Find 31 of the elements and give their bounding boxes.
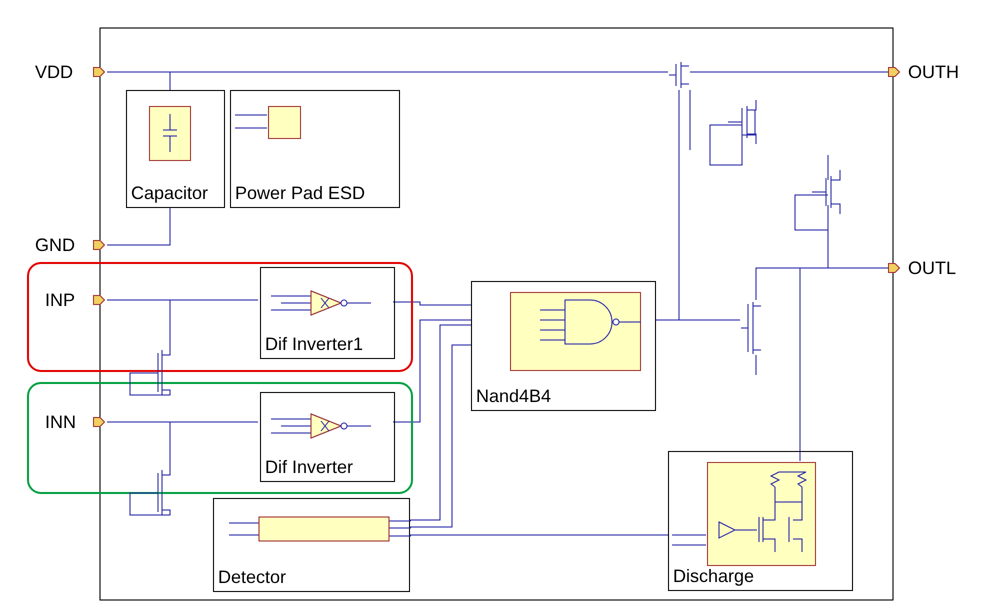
- transistor-symbol: [740, 300, 762, 356]
- wire: [392, 302, 472, 306]
- wire: [106, 300, 170, 346]
- block-label: Power Pad ESD: [235, 183, 366, 203]
- pin-label: GND: [35, 235, 75, 255]
- block-label: Capacitor: [131, 183, 208, 203]
- wire: [106, 422, 170, 466]
- pin-label: OUTH: [908, 62, 959, 82]
- block-frame: [126, 90, 225, 208]
- pin-label: OUTL: [908, 258, 956, 278]
- transistor-symbol: [668, 60, 690, 90]
- wire: [410, 534, 668, 536]
- pin-label: VDD: [35, 62, 74, 82]
- block-label: Detector: [218, 567, 286, 587]
- block-frame: [213, 498, 410, 592]
- block-frame: [260, 267, 395, 359]
- wire: [106, 208, 170, 246]
- block-label: Dif Inverter1: [265, 334, 364, 354]
- pin-label: INN: [45, 412, 76, 432]
- pin-label: INP: [45, 290, 76, 310]
- wire: [756, 268, 800, 452]
- block-label: Discharge: [673, 566, 754, 586]
- highlight-frame: [27, 382, 413, 494]
- block-frame: [260, 392, 395, 482]
- block-frame: [471, 281, 656, 411]
- block-frame: [230, 90, 400, 208]
- block-label: Dif Inverter: [265, 457, 354, 477]
- highlight-frame: [27, 262, 413, 372]
- block-label: Nand4B4: [476, 386, 552, 406]
- wire: [392, 320, 472, 422]
- block-frame: [668, 451, 853, 591]
